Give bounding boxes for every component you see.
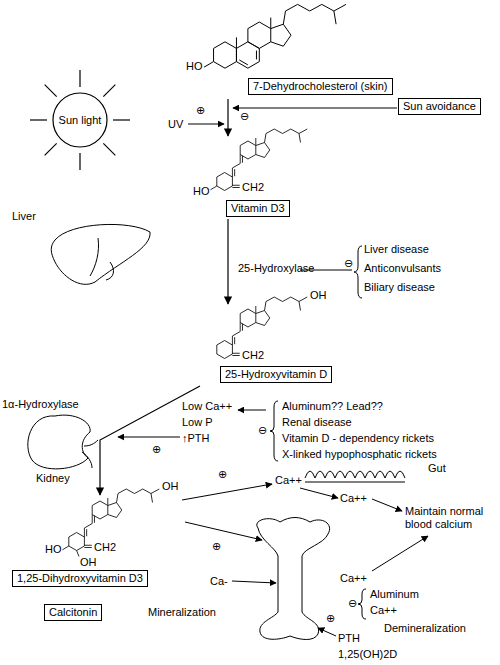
- label: Liver: [12, 210, 36, 223]
- label: ⊕: [218, 468, 227, 481]
- label: ⊕: [326, 612, 335, 625]
- liver-drawing: [51, 224, 150, 284]
- label: Maintain normal blood calcium: [405, 505, 497, 531]
- label: PTH: [338, 632, 360, 645]
- label: Aluminum?? Lead??: [282, 400, 383, 413]
- label: Low P: [182, 416, 213, 429]
- label: Vitamin D - dependency rickets: [282, 432, 434, 445]
- label: Liver disease: [364, 243, 429, 256]
- label: Mineralization: [148, 606, 216, 619]
- pathway-arrow: [227, 99, 228, 136]
- label: CH2: [242, 181, 264, 194]
- compound-node: 7-Dehydrocholesterol (skin): [180, 0, 402, 99]
- node-text: Sun light: [57, 114, 103, 127]
- label: ⊕: [212, 540, 221, 553]
- label: Ca++: [340, 572, 367, 585]
- label: Low Ca++: [182, 400, 232, 413]
- label: 1α-Hydroxylase: [2, 398, 79, 411]
- label: CH2: [242, 349, 264, 362]
- label: ⊖: [344, 257, 353, 270]
- label: 25-Hydroxylase: [238, 262, 314, 275]
- label: OH: [162, 480, 179, 493]
- pathway-arrow: [227, 219, 228, 304]
- label: Gut: [428, 462, 446, 475]
- label: Anticonvulsants: [364, 262, 441, 275]
- label: Demineralization: [384, 622, 466, 635]
- label: ⊕: [196, 104, 205, 117]
- label: X-linked hypophosphatic rickets: [282, 448, 437, 461]
- label: CH2: [94, 541, 116, 554]
- kidney-drawing: [28, 415, 98, 469]
- label: ⊖: [258, 424, 267, 437]
- label: Biliary disease: [364, 281, 435, 294]
- node-text: 7-Dehydrocholesterol (skin): [248, 78, 393, 95]
- effect-arrows: [118, 108, 428, 636]
- label: UV: [168, 118, 183, 131]
- label: Ca-: [210, 575, 228, 588]
- label: Renal disease: [282, 416, 352, 429]
- node-text: Calcitonin: [49, 606, 97, 619]
- node-text: 1,25-Dihydroxyvitamin D3: [12, 570, 148, 587]
- gut-drawing: [305, 471, 405, 482]
- label: OH: [80, 556, 97, 569]
- label-box: Sun avoidance: [398, 98, 481, 115]
- node-text: 25-Hydroxyvitamin D: [220, 366, 332, 383]
- compound-node: 25-Hydroxyvitamin D: [190, 304, 340, 386]
- sun-circle: Sun light: [25, 65, 135, 175]
- label: Ca++: [340, 492, 367, 505]
- compound-node: Vitamin D3: [190, 136, 310, 219]
- node-text: Sun avoidance: [403, 100, 476, 113]
- label: ↑PTH: [182, 432, 210, 445]
- label: HO: [186, 60, 203, 73]
- label: ⊖: [348, 597, 357, 610]
- label: Ca++: [275, 474, 302, 487]
- label: HO: [45, 543, 62, 556]
- bone-drawing: [257, 518, 330, 640]
- label: HO: [193, 185, 210, 198]
- node-text: Vitamin D3: [226, 200, 290, 217]
- label-box: Calcitonin: [44, 604, 102, 621]
- label: 1,25(OH)2D: [338, 648, 397, 661]
- label: Kidney: [36, 472, 70, 485]
- label: Aluminum: [370, 588, 419, 601]
- label: OH: [310, 289, 327, 302]
- label: ⊖: [240, 110, 249, 123]
- label: Ca++: [370, 604, 397, 617]
- label: ⊕: [152, 443, 161, 456]
